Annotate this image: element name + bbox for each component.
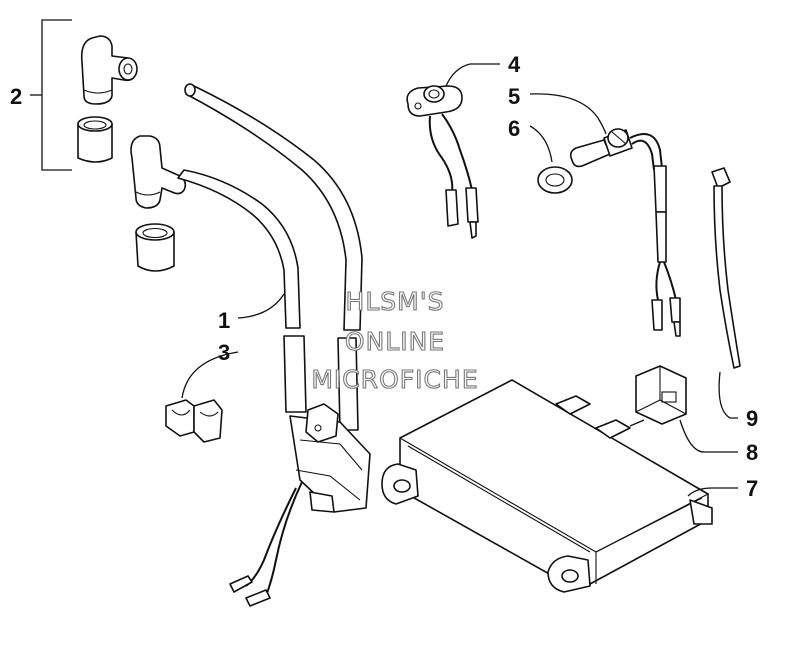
callout-2: 2 — [10, 84, 22, 109]
watermark-line-1: HLSM'S — [346, 287, 445, 316]
part-7-cdi-module[interactable] — [381, 379, 713, 593]
watermark-line-3: MICROFICHE — [311, 365, 478, 394]
callouts: 1 2 3 4 5 6 7 8 9 — [10, 52, 758, 501]
callout-9: 9 — [746, 406, 758, 431]
callout-3: 3 — [218, 340, 230, 365]
part-5-temp-sensor[interactable] — [569, 128, 681, 337]
callout-1: 1 — [218, 308, 230, 333]
part-9-cable-tie[interactable] — [711, 167, 741, 369]
leader-lines — [181, 63, 738, 497]
watermark-line-2: ONLINE — [345, 327, 445, 356]
part-3-clip[interactable] — [165, 399, 223, 443]
callout-7: 7 — [746, 476, 758, 501]
callout-4: 4 — [508, 52, 521, 77]
part-2-spark-plug-caps[interactable] — [30, 19, 138, 171]
watermark: HLSM'S ONLINE MICROFICHE — [311, 286, 478, 394]
callout-8: 8 — [746, 440, 758, 465]
callout-5: 5 — [508, 84, 520, 109]
callout-6: 6 — [508, 116, 520, 141]
part-4-sensor[interactable] — [406, 85, 479, 239]
spark-plug-cap-lower[interactable] — [130, 135, 187, 272]
part-6-washer[interactable] — [537, 166, 573, 194]
part-8-connector-cap[interactable] — [635, 365, 687, 425]
part-1-ignition-coil[interactable] — [177, 83, 371, 607]
